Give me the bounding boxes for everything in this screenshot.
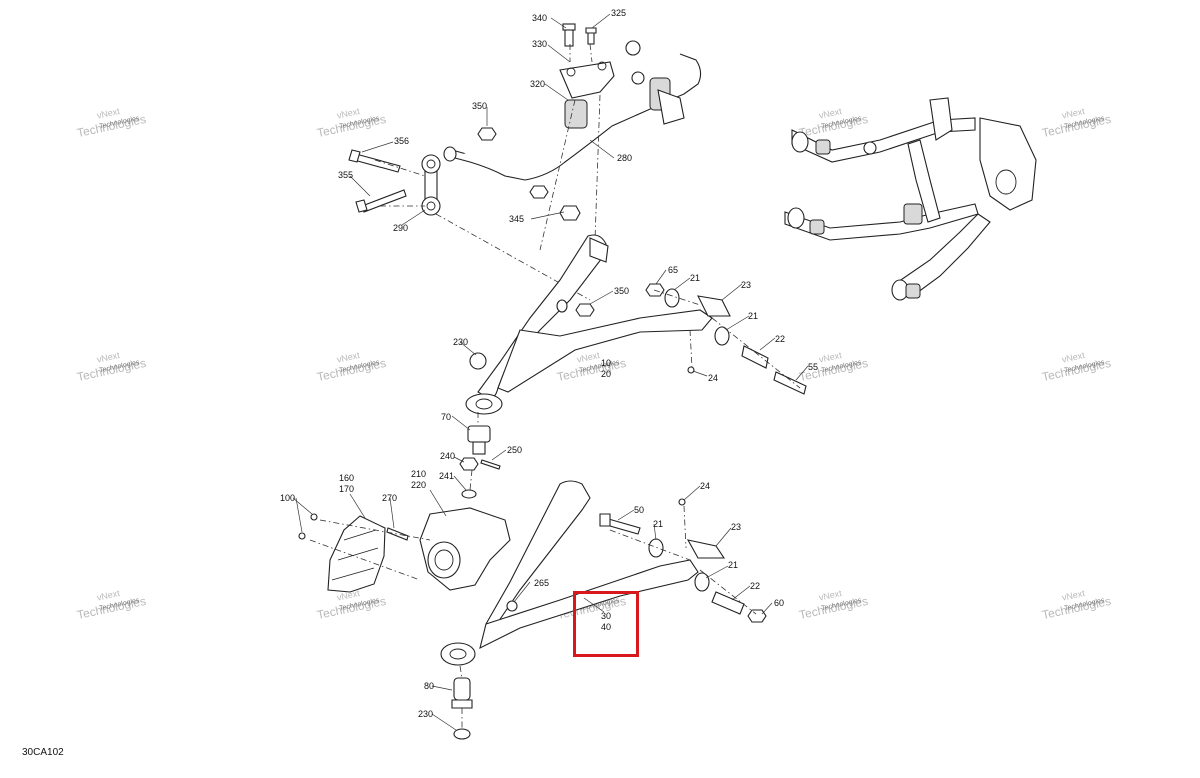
callout-23-upper: 23 <box>741 280 751 290</box>
callout-325: 325 <box>611 8 626 18</box>
callout-170: 170 <box>339 484 354 494</box>
watermark-line1: vNext <box>336 350 361 365</box>
callout-345: 345 <box>509 214 524 224</box>
assembled-view <box>784 97 1037 301</box>
callout-70: 70 <box>441 412 451 422</box>
callout-10: 10 <box>601 358 611 368</box>
callout-24-lower: 24 <box>700 481 710 491</box>
callout-240: 240 <box>440 451 455 461</box>
callout-270: 270 <box>382 493 397 503</box>
callout-230-upper: 230 <box>453 337 468 347</box>
callout-340: 340 <box>532 13 547 23</box>
document-code: 30CA102 <box>22 747 64 758</box>
watermark-line1: vNext <box>818 588 843 603</box>
callout-65: 65 <box>668 265 678 275</box>
callout-265: 265 <box>534 578 549 588</box>
callout-355: 355 <box>338 170 353 180</box>
callout-21-lower-a: 21 <box>653 519 663 529</box>
callout-220: 220 <box>411 480 426 490</box>
sway-bar-assembly <box>348 23 702 301</box>
callout-290: 290 <box>393 223 408 233</box>
callout-210: 210 <box>411 469 426 479</box>
callout-23-lower: 23 <box>731 522 741 532</box>
callout-21-upper-a: 21 <box>690 273 700 283</box>
watermark-line1: vNext <box>96 588 121 603</box>
watermark-line1: vNext <box>336 106 361 121</box>
callout-21-lower-b: 21 <box>728 560 738 570</box>
callout-80: 80 <box>424 681 434 691</box>
watermark-line1: vNext <box>96 350 121 365</box>
upper-ball-joint <box>459 412 501 499</box>
watermark-line1: vNext <box>1061 588 1086 603</box>
watermark-line1: vNext <box>1061 350 1086 365</box>
callout-230-lower: 230 <box>418 709 433 719</box>
callout-250: 250 <box>507 445 522 455</box>
watermark-line1: vNext <box>1061 106 1086 121</box>
callout-350-mid: 350 <box>614 286 629 296</box>
callout-22-upper: 22 <box>775 334 785 344</box>
lower-a-arm <box>440 480 767 740</box>
callout-241: 241 <box>439 471 454 481</box>
callout-40: 40 <box>601 622 611 632</box>
callout-160: 160 <box>339 473 354 483</box>
callout-350-top: 350 <box>472 101 487 111</box>
callout-24-upper: 24 <box>708 373 718 383</box>
callout-30: 30 <box>601 611 611 621</box>
upper-a-arm <box>465 234 807 415</box>
watermark-line1: vNext <box>818 350 843 365</box>
knuckle-assembly <box>298 507 511 593</box>
selected-part-highlight[interactable] <box>573 591 639 657</box>
watermark-line1: vNext <box>96 106 121 121</box>
callout-100: 100 <box>280 493 295 503</box>
watermark-line1: vNext <box>576 350 601 365</box>
callout-330: 330 <box>532 39 547 49</box>
callout-356: 356 <box>394 136 409 146</box>
watermark-line1: vNext <box>818 106 843 121</box>
callout-labels: 340 325 330 320 350 356 355 280 290 345 … <box>280 8 818 719</box>
callout-280: 280 <box>617 153 632 163</box>
callout-60: 60 <box>774 598 784 608</box>
leader-lines <box>292 13 809 731</box>
callout-55: 55 <box>808 362 818 372</box>
callout-50: 50 <box>634 505 644 515</box>
callout-20: 20 <box>601 369 611 379</box>
callout-320: 320 <box>530 79 545 89</box>
callout-21-upper-b: 21 <box>748 311 758 321</box>
callout-22-lower: 22 <box>750 581 760 591</box>
